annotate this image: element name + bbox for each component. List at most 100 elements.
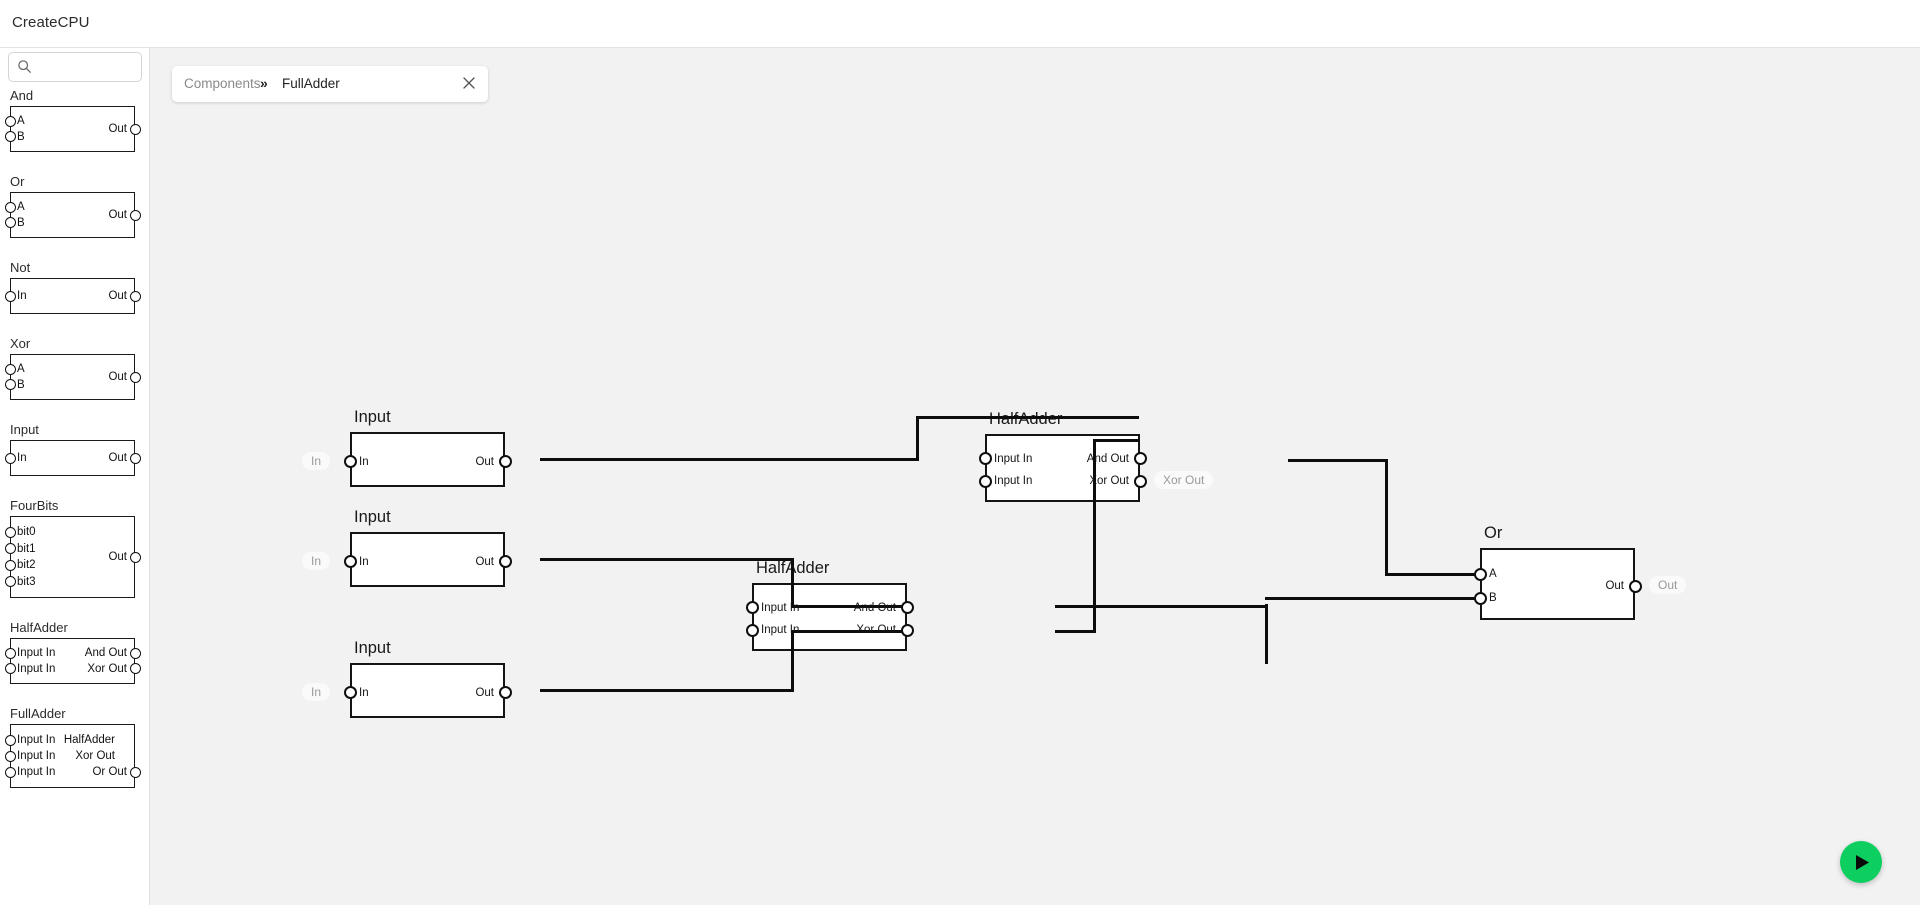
palette-output-pin-label: Out [108, 290, 127, 302]
palette-input-pin-label: B [17, 216, 25, 229]
circuit-canvas[interactable]: Components » FullAdder [150, 48, 1920, 905]
node-input-pin[interactable] [978, 452, 992, 466]
tab-fulladder[interactable]: Components » FullAdder [172, 66, 488, 102]
palette-input-pin[interactable] [4, 750, 16, 762]
palette-input-pin[interactable] [4, 766, 16, 778]
palette-output-pin[interactable] [129, 663, 141, 675]
palette-input-pin[interactable] [4, 131, 16, 143]
wire-segment [1093, 439, 1140, 442]
palette-output-pin[interactable] [129, 209, 141, 221]
node-input-pin[interactable] [343, 455, 357, 468]
palette-input-pin-label: Input In [17, 766, 56, 778]
node-title: HalfAdder [989, 410, 1063, 428]
palette-output-pin[interactable] [129, 371, 141, 383]
node-input-pin[interactable] [745, 623, 759, 637]
palette-output-pin-label: Out [108, 371, 127, 383]
node-input-pin-label: Input In [761, 601, 800, 614]
node-output-pin[interactable] [900, 601, 914, 615]
node-input-pin[interactable] [343, 555, 357, 568]
node-input-pin-label: Input In [994, 475, 1033, 488]
palette-input-pin[interactable] [4, 290, 16, 302]
palette-input-pin[interactable] [4, 734, 16, 746]
palette-output-pin[interactable] [129, 290, 141, 302]
node-input-pin-label: Input In [994, 452, 1033, 465]
palette-input-pin-label: A [17, 115, 25, 128]
node-input-pin[interactable] [978, 474, 992, 488]
wire-segment [1385, 573, 1482, 576]
palette-item-body[interactable] [10, 106, 135, 152]
wire-segment [791, 605, 908, 608]
palette-input-pin[interactable] [4, 452, 16, 464]
node-output-pin-label: Out [475, 455, 494, 468]
node-input-pin[interactable] [1473, 591, 1487, 605]
node-output-pin-label: Out [475, 686, 494, 699]
palette-item-body[interactable] [10, 278, 135, 314]
palette-item-body[interactable] [10, 354, 135, 400]
palette-input-pin[interactable] [4, 379, 16, 391]
wire-segment [540, 458, 919, 461]
node-input-pin[interactable] [745, 601, 759, 615]
palette-output-pin-label: HalfAdder [63, 734, 115, 746]
palette-item-body[interactable] [10, 192, 135, 238]
wire-segment [1093, 439, 1096, 633]
node-output-pin-label: And Out [853, 601, 896, 614]
wire-segment [916, 416, 1139, 419]
palette-output-pin[interactable] [129, 551, 141, 563]
node-output-pin[interactable] [498, 686, 512, 699]
palette-output-pin-label: Xor Out [87, 662, 127, 675]
palette-input-pin-label: In [17, 290, 27, 302]
palette-input-pin[interactable] [4, 576, 16, 588]
palette-item-body[interactable] [10, 440, 135, 476]
palette-input-pin[interactable] [4, 115, 16, 127]
palette-item-label: Not [10, 260, 31, 275]
palette-input-pin[interactable] [4, 201, 16, 213]
node-output-pin[interactable] [498, 555, 512, 568]
node-input-pin[interactable] [1473, 567, 1487, 581]
palette-input-pin[interactable] [4, 559, 16, 571]
wire-segment [916, 416, 919, 461]
palette-output-pin[interactable] [129, 647, 141, 659]
palette-output-pin[interactable] [129, 123, 141, 135]
palette-output-pin[interactable] [129, 452, 141, 464]
palette-item-body[interactable] [10, 724, 135, 788]
palette-input-pin[interactable] [4, 543, 16, 555]
play-icon [1855, 854, 1869, 870]
search-box[interactable] [8, 52, 142, 82]
search-input[interactable] [8, 52, 142, 82]
node-output-pin-label: And Out [1086, 452, 1129, 465]
palette-input-pin[interactable] [4, 663, 16, 675]
node-output-pin[interactable] [498, 455, 512, 468]
palette-input-pin[interactable] [4, 363, 16, 375]
node-title: Input [354, 639, 391, 657]
palette-output-pin[interactable] [129, 766, 141, 778]
node-output-pin[interactable] [900, 623, 914, 637]
run-simulation-button[interactable] [1840, 841, 1882, 883]
node-input-pin-label: Input In [761, 624, 800, 637]
close-icon[interactable] [460, 74, 478, 92]
node-output-pin[interactable] [1133, 452, 1147, 466]
palette-input-pin-label: bit2 [17, 559, 36, 572]
external-output-label: Out [1649, 576, 1687, 594]
external-input-label: In [302, 551, 331, 570]
wire-segment [791, 558, 794, 607]
node-input-pin[interactable] [343, 686, 357, 699]
palette-output-pin-label: Xor Out [75, 750, 115, 762]
palette-item-body[interactable] [10, 516, 135, 598]
palette-input-pin-label: bit0 [17, 526, 36, 539]
node-output-pin[interactable] [1133, 474, 1147, 488]
palette-item-body[interactable] [10, 638, 135, 684]
node-output-pin[interactable] [1628, 579, 1642, 593]
breadcrumb-separator-icon: » [260, 75, 268, 91]
palette-input-pin[interactable] [4, 526, 16, 538]
palette-output-pin-label: Out [108, 452, 127, 464]
palette-input-pin[interactable] [4, 217, 16, 229]
palette-input-pin[interactable] [4, 647, 16, 659]
breadcrumb-root[interactable]: Components [184, 76, 261, 91]
